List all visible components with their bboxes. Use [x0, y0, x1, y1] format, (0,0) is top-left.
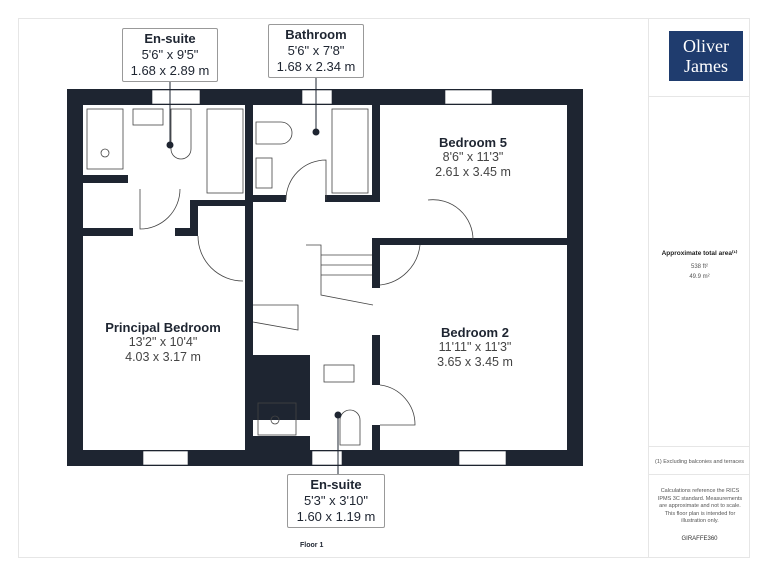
wall-right — [567, 89, 583, 466]
toilet — [339, 409, 361, 446]
callout-metric: 1.60 x 1.19 m — [296, 509, 376, 524]
room-metric: 2.61 x 3.45 m — [435, 165, 511, 179]
wall-left — [67, 89, 83, 466]
wall-principal — [245, 230, 253, 450]
room-bedroom-5: Bedroom 5 8'6" x 11'3" 2.61 x 3.45 m — [413, 135, 533, 180]
callout-imperial: 5'6" x 7'8" — [287, 43, 345, 58]
room-imperial: 8'6" x 11'3" — [442, 150, 504, 164]
room-metric: 3.65 x 3.45 m — [437, 355, 513, 369]
stairs — [252, 244, 374, 331]
basin — [255, 157, 273, 189]
callout-ensuite-bottom: En-suite 5'3" x 3'10" 1.60 x 1.19 m — [287, 474, 385, 528]
wall-ensuite-cupboard — [83, 175, 128, 183]
divider — [649, 474, 750, 475]
callout-imperial: 5'6" x 9'5" — [141, 47, 199, 62]
callout-title: En-suite — [310, 477, 362, 492]
room-name: Bedroom 2 — [441, 325, 509, 340]
logo-line-1: Oliver — [683, 36, 729, 56]
wall-bath-bed5 — [372, 105, 380, 195]
basin — [132, 108, 164, 126]
callout-title: Bathroom — [285, 27, 347, 42]
shower-tray — [86, 108, 124, 170]
info-panel: Oliver James Approximate total area⁽¹⁾ 5… — [648, 18, 750, 558]
toilet — [255, 121, 293, 145]
logo-line-2: James — [684, 56, 728, 76]
footnote: (1) Excluding balconies and terraces — [655, 459, 744, 465]
callout-metric: 1.68 x 2.89 m — [130, 63, 210, 78]
cupboard-block — [253, 355, 310, 420]
area-title: Approximate total area⁽¹⁾ — [661, 250, 738, 257]
room-name: Principal Bedroom — [105, 320, 221, 335]
room-name: Bedroom 5 — [439, 135, 507, 150]
fixtures — [86, 108, 474, 446]
room-bedroom-2: Bedroom 2 11'11" x 11'3" 3.65 x 3.45 m — [415, 325, 535, 370]
wall-ensuite-bath — [245, 105, 253, 230]
callout-metric: 1.68 x 2.34 m — [276, 59, 356, 74]
wall-cupboard-bottom — [83, 228, 133, 236]
divider — [649, 446, 750, 447]
bath — [206, 108, 244, 194]
room-imperial: 11'11" x 11'3" — [438, 340, 512, 354]
callout-ensuite-top: En-suite 5'6" x 9'5" 1.68 x 2.89 m — [122, 28, 218, 82]
callout-imperial: 5'3" x 3'10" — [303, 493, 369, 508]
wall-bed5-bed2 — [372, 238, 567, 245]
floor-label: Floor 1 — [300, 542, 324, 549]
toilet — [170, 108, 192, 160]
basin — [323, 364, 355, 383]
callout-pointers — [166, 78, 342, 474]
room-metric: 4.03 x 3.17 m — [125, 350, 201, 364]
callout-bathroom: Bathroom 5'6" x 7'8" 1.68 x 2.34 m — [268, 24, 364, 78]
brand-logo: Oliver James — [669, 31, 743, 81]
giraffe360-brand: GIRAFFE360 — [681, 536, 718, 542]
area-m: 49.9 m² — [689, 274, 710, 280]
room-principal-bedroom: Principal Bedroom 13'2" x 10'4" 4.03 x 3… — [93, 320, 233, 365]
room-imperial: 13'2" x 10'4" — [128, 335, 198, 349]
shower-tray — [257, 402, 297, 436]
divider — [649, 96, 750, 97]
page-frame — [18, 18, 750, 558]
disclaimer: Calculations reference the RICS IPMS 3C … — [657, 488, 743, 524]
bath — [331, 108, 369, 194]
windows — [142, 89, 507, 466]
callout-title: En-suite — [144, 31, 196, 46]
area-ft: 538 ft² — [690, 264, 708, 270]
